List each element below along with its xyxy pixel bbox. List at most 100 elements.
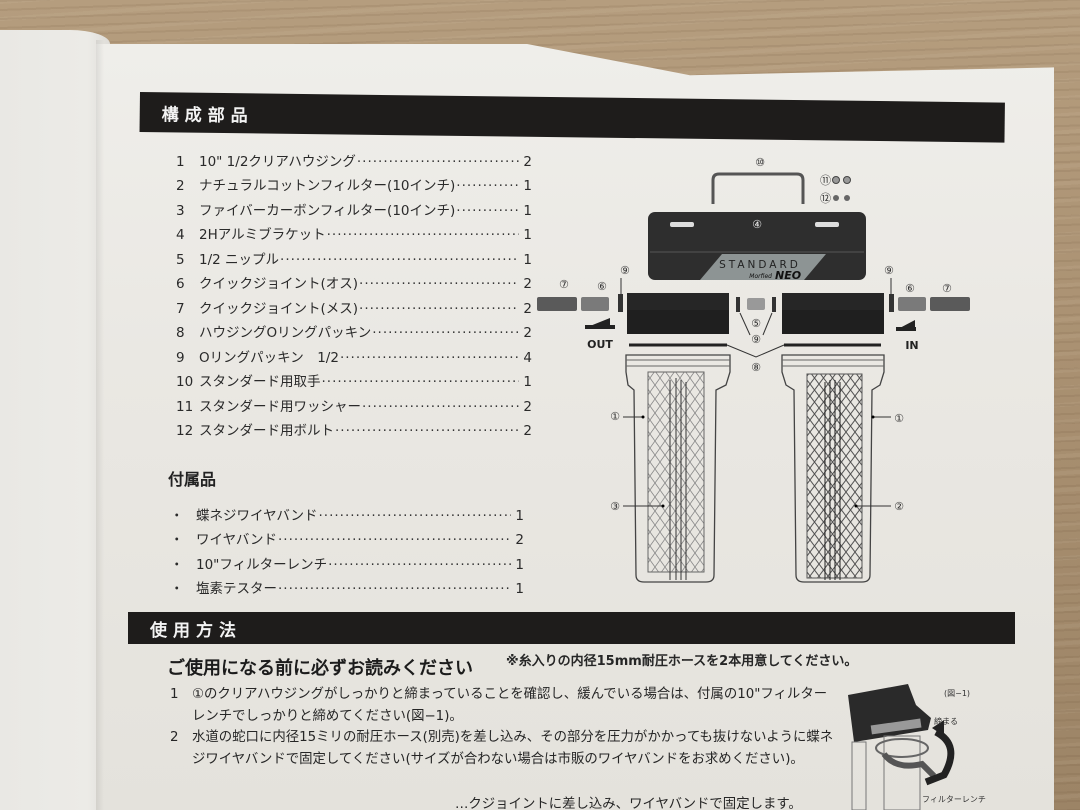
item-qty: 2 [523, 276, 532, 292]
leader-dots [456, 203, 519, 219]
item-name: 10"フィルターレンチ [196, 556, 328, 573]
item-number: 1 [176, 153, 185, 170]
item-number: 10 [176, 374, 194, 390]
svg-text:⑦: ⑦ [942, 282, 952, 295]
parts-list-item: 8ハウジングOリングパッキン2 [172, 317, 532, 341]
parts-list-item: 3 ファイバーカーボンフィルター(10インチ) 1 [172, 194, 532, 219]
svg-text:①: ① [610, 410, 620, 423]
parts-list-item: 6 クイックジョイント(オス) 2 [172, 268, 532, 292]
usage-step: 2 水道の蛇口に内径15ミリの耐圧ホース(別売)を差し込み、その部分を圧力がかか… [168, 727, 838, 770]
brand-standard: STANDARD [719, 259, 801, 271]
accessory-item: ・ワイヤバンド2 [168, 524, 524, 548]
item-name: 塩素テスター [196, 581, 277, 597]
out-label: OUT [587, 338, 613, 351]
accessory-item: ・蝶ネジワイヤバンド1 [168, 499, 524, 524]
figure-1-wrench-illustration: (図−1) 締まる フィルターレンチ [848, 684, 986, 810]
leader-dots [280, 252, 519, 268]
manual-page [96, 44, 1054, 810]
item-name: ナチュラルコットンフィルター(10インチ) [199, 178, 456, 194]
bullet: ・ [170, 556, 184, 573]
item-qty: 2 [523, 153, 532, 170]
item-name: 2Hアルミブラケット [199, 227, 326, 243]
parts-list-item: 9 Oリングパッキン 1/2 4 [172, 341, 532, 366]
item-number: 9 [176, 349, 185, 366]
item-qty: 2 [523, 398, 532, 415]
accessories-list: ・蝶ネジワイヤバンド1 ・ワイヤバンド2 ・10"フィルターレンチ1 ・塩素テス… [168, 499, 524, 598]
item-name: クイックジョイント(オス) [199, 276, 359, 292]
page-fold-shadow [96, 40, 104, 810]
tighten-label: 締まる [934, 716, 958, 726]
housing-right-icon [781, 354, 885, 583]
leader-dots [328, 557, 511, 573]
parts-list: 1 10" 1/2クリアハウジング 2 2 ナチュラルコットンフィルター(10インチ)… [172, 145, 532, 440]
item-number: 2 [176, 178, 185, 194]
svg-text:①: ① [894, 412, 904, 425]
exploded-parts-diagram: ⑩ ⑪ ⑫ ④ STANDARD Morfied NEO ⑦ ⑥ ⑨ OUT ⑤… [537, 156, 970, 583]
wrench-label: フィルターレンチ [922, 795, 986, 804]
step-number: 2 [170, 730, 179, 745]
item-qty: 4 [523, 349, 532, 366]
leader-dots [362, 399, 519, 415]
housing-left-icon [625, 354, 731, 583]
wrench-icon [881, 752, 937, 779]
svg-text:⑦: ⑦ [559, 278, 569, 291]
leader-dots [372, 325, 519, 341]
item-qty: 1 [515, 507, 524, 524]
label-bracket: ④ [752, 218, 762, 231]
item-qty: 2 [515, 532, 524, 548]
joint-male-icon [581, 297, 609, 311]
leader-dots [359, 301, 519, 317]
parts-list-item: 10 スタンダード用取手 1 [172, 366, 532, 390]
svg-text:⑨: ⑨ [751, 333, 761, 346]
item-name: クイックジョイント(メス) [199, 300, 359, 317]
leader-dots [278, 581, 511, 597]
item-qty: 1 [523, 178, 532, 194]
section-title-parts: 構成部品 [161, 104, 254, 126]
item-number: 12 [176, 423, 194, 439]
nipple-icon [747, 298, 765, 310]
parts-list-item: 2 ナチュラルコットンフィルター(10インチ) 1 [172, 170, 532, 194]
accessory-item: ・塩素テスター1 [168, 573, 524, 597]
item-name: スタンダード用取手 [199, 374, 321, 390]
svg-text:Morfied: Morfied [749, 273, 772, 280]
item-qty: 1 [523, 374, 532, 390]
leader-dots [357, 154, 519, 170]
parts-list-item: 1 10" 1/2クリアハウジング 2 [172, 145, 532, 170]
svg-text:⑤: ⑤ [751, 317, 761, 330]
leader-dots [319, 508, 512, 524]
svg-text:③: ③ [610, 500, 620, 513]
item-name: ハウジングOリングパッキン [199, 325, 372, 341]
leader-dots [322, 374, 520, 390]
item-name: Oリングパッキン 1/2 [199, 349, 339, 366]
leader-dots [278, 532, 511, 548]
svg-text:⑨: ⑨ [620, 264, 630, 277]
joint-female-icon [537, 297, 577, 311]
step-text: 水道の蛇口に内径15ミリの耐圧ホース(別売)を差し込み、その部分を圧力がかかって… [192, 730, 834, 767]
leader-dots [340, 350, 519, 366]
item-number: 6 [176, 276, 185, 292]
item-qty: 1 [523, 202, 532, 219]
leader-dots [359, 276, 519, 292]
svg-text:⑧: ⑧ [751, 361, 761, 374]
item-number: 11 [176, 398, 194, 415]
item-name: ファイバーカーボンフィルター(10インチ) [199, 202, 456, 219]
svg-text:⑨: ⑨ [884, 264, 894, 277]
item-name: 10" 1/2クリアハウジング [199, 153, 356, 170]
item-qty: 1 [515, 556, 524, 573]
item-number: 7 [176, 300, 185, 317]
item-qty: 2 [523, 423, 532, 439]
item-number: 3 [176, 202, 185, 219]
leader-dots [327, 227, 519, 243]
parts-list-item: 51/2 ニップル1 [172, 243, 532, 268]
in-label: IN [905, 339, 918, 352]
parts-list-item: 12スタンダード用ボルト2 [172, 415, 532, 439]
svg-text:⑥: ⑥ [597, 280, 607, 293]
item-number: 8 [176, 325, 185, 341]
bullet: ・ [170, 507, 184, 524]
bullet: ・ [170, 532, 184, 548]
cut-off-step-text: …クジョイントに差し込み、ワイヤバンドで固定します。 [455, 797, 802, 810]
accessories-heading: 付属品 [168, 470, 217, 489]
item-name: 1/2 ニップル [199, 251, 280, 268]
read-before-use-heading: ご使用になる前に必ずお読みください [167, 658, 473, 679]
